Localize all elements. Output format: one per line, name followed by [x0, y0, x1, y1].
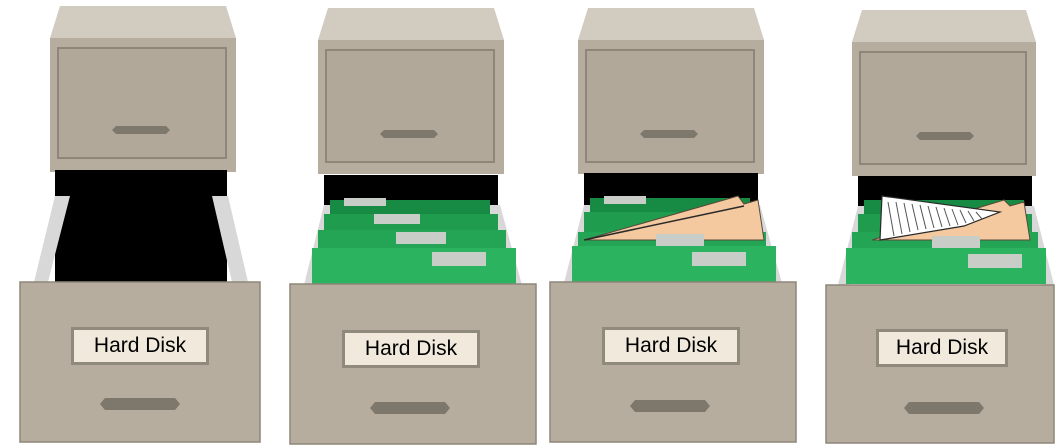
file-cabinet-3: Hard Disk	[548, 0, 813, 445]
file-cabinet-2: Hard Disk	[288, 0, 553, 445]
top-drawer	[57, 47, 227, 159]
top-drawer-handle-icon	[640, 130, 698, 138]
top-drawer	[585, 49, 755, 163]
cabinet-top	[578, 8, 764, 40]
file-cabinet-1: Hard Disk	[0, 0, 265, 445]
hard-disk-label: Hard Disk	[602, 327, 740, 365]
hard-disk-label: Hard Disk	[342, 330, 480, 368]
top-drawer	[859, 51, 1027, 165]
file-cabinet-3-drawing	[549, 8, 797, 443]
file-cabinet-4: Hard Disk	[824, 0, 1058, 445]
document-icon	[879, 195, 1003, 241]
cabinet-top	[318, 8, 504, 40]
drawer-side-left	[34, 196, 70, 282]
drawer-cavity	[55, 170, 227, 282]
hard-disk-label: Hard Disk	[876, 329, 1008, 367]
top-drawer-handle-icon	[112, 126, 170, 134]
top-drawer-handle-icon	[380, 130, 438, 138]
open-drawer-handle-icon	[630, 400, 710, 412]
file-cabinet-1-drawing	[19, 6, 261, 443]
open-drawer-handle-icon	[100, 398, 180, 410]
file-cabinet-2-drawing	[289, 8, 537, 445]
cabinet-top	[50, 6, 236, 38]
drawer-side-right	[212, 196, 248, 282]
cabinet-top	[852, 10, 1036, 42]
manila-folder	[583, 195, 765, 246]
hanging-folders	[312, 198, 516, 284]
open-drawer-handle-icon	[904, 402, 984, 414]
file-cabinet-4-drawing	[825, 10, 1055, 444]
top-drawer	[325, 49, 495, 163]
top-drawer-handle-icon	[916, 132, 974, 140]
hard-disk-label: Hard Disk	[71, 327, 209, 365]
open-drawer-handle-icon	[370, 402, 450, 414]
